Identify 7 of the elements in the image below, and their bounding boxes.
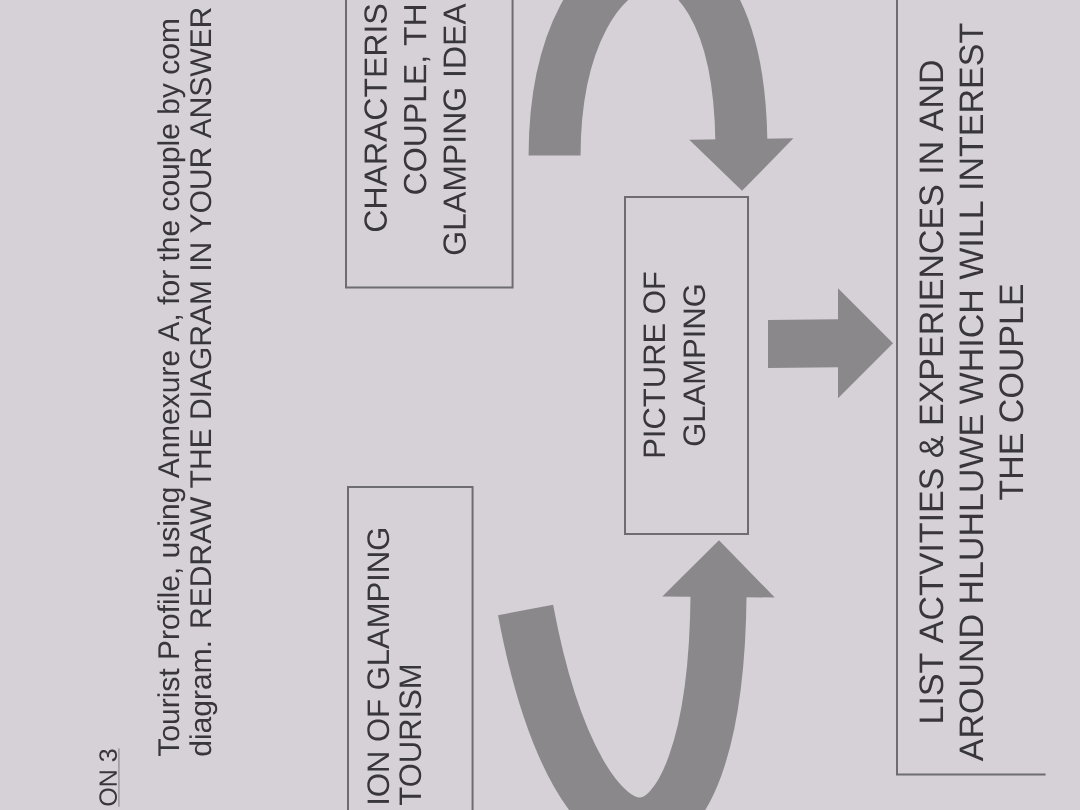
- text-box: ION OF GLAMPING TOURISM: [347, 486, 474, 810]
- text-box: PICTURE OF GLAMPING: [624, 196, 749, 535]
- text-box: CHARACTERIS COUPLE, TH GLAMPING IDEA: [345, 0, 514, 289]
- heading: ON 3: [99, 748, 120, 807]
- block-arrow: [768, 288, 893, 399]
- text-box: LIST ACTVITIES & EXPERIENCES IN AND AROUND HLUHLUWE WHICH WILL INTEREST THE COUPLE: [896, 0, 1047, 776]
- instruction-text: Tourist Profile, using Annexure A, for the couple by com diagram. REDRAW THE DIAGRAM IN YOUR ANSWER: [157, 8, 218, 757]
